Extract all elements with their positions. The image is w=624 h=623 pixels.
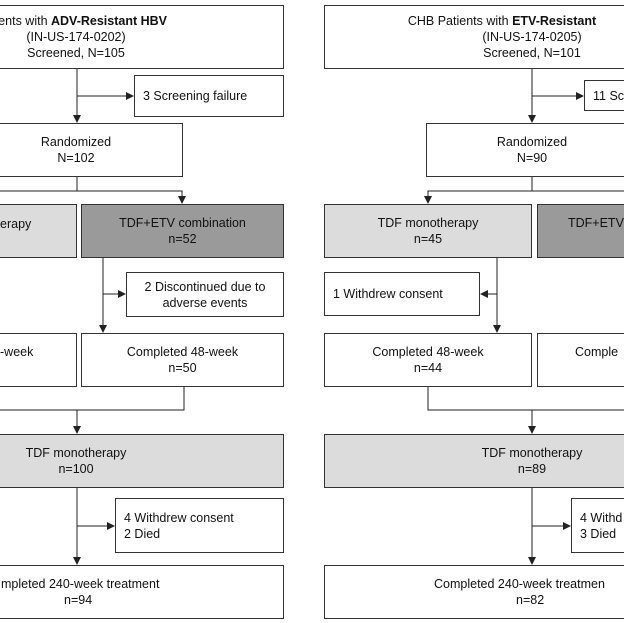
left-combo-count: n=52 [168,232,197,246]
left-completed-240-box: mpleted 240-week treatment n=94 [0,565,284,619]
left-discontinued-line1: 2 Discontinued due to [144,279,266,294]
right-header-bold: ETV-Resistant [512,14,597,28]
right-mono-completed-title: Completed 48-week [372,345,484,359]
arrow-to-combo [77,190,186,204]
right-withdrawals-line1: 4 Withd [580,510,623,525]
right-tdf-mono-box: TDF monotherapy n=89 [324,434,624,488]
right-tdf-mono-count: n=89 [517,462,547,476]
right-randomized-count: N=90 [516,151,548,165]
left-withdrawals-line2: 2 Died [124,526,161,541]
left-discontinued-line2: adverse events [162,295,248,310]
left-combo-title: TDF+ETV combination [119,216,246,230]
left-mono-completed-box [0,333,77,387]
left-screening-failure-box: 3 Screening failure [134,75,284,117]
right-withdrawals-line2: 3 Died [580,526,617,541]
right-screened-count: Screened, N=101 [483,46,581,60]
left-screening-failure: 3 Screening failure [143,89,248,103]
left-randomized-box: Randomized N=102 [0,123,183,177]
right-completed-240-count: n=82 [516,593,545,607]
left-screened-count: Screened, N=105 [27,46,125,60]
left-tdf-mono-count: n=100 [58,462,94,476]
right-withdrew-box: 1 Withdrew consent [324,272,480,316]
right-header-line1: CHB Patients with ETV-Resistant [408,13,624,29]
right-mono-title: TDF monotherapy [377,216,479,230]
right-study-id: (IN-US-174-0205) [482,30,582,44]
randomize-split [0,177,78,192]
right-completed-240-title: Completed 240-week treatmen [434,577,605,591]
left-combo-completed-title: Completed 48-week [126,345,239,359]
left-combo-completed-box: Completed 48-week n=50 [81,333,284,387]
left-completed-240-count: n=94 [64,593,93,607]
right-mono-arm-box: TDF monotherapy n=45 [324,204,532,258]
right-mono-count: n=45 [413,232,443,246]
left-mono-arm-box [0,204,77,258]
left-tdf-mono-box: TDF monotherapy n=100 [0,434,284,488]
left-mono-completed-label: -week [0,345,34,359]
right-combo-arm-box: TDF+ETV [537,204,624,258]
left-randomized-title: Randomized [40,135,112,149]
right-mono-completed-count: n=44 [413,361,443,375]
merge-line-r [427,387,624,411]
left-randomized-count: N=102 [57,151,95,165]
left-combo-completed-count: n=50 [168,361,197,375]
right-randomized-title: Randomized [496,135,568,149]
arrow-to-mono-r [424,177,533,204]
merge-line [0,387,185,411]
left-withdrawals-line1: 4 Withdrew consent [124,510,234,525]
right-screened-box: CHB Patients with ETV-Resistant (IN-US-1… [324,5,624,69]
right-withdrew: 1 Withdrew consent [333,287,443,301]
left-header-line1: atients with ADV-Resistant HBV [0,13,167,29]
left-study-id: (IN-US-174-0202) [26,30,126,44]
right-withdrawals-box: 4 Withd 3 Died [571,498,624,553]
left-discontinued-box: 2 Discontinued due to adverse events [126,272,284,317]
right-header-prefix: CHB Patients with [407,14,513,28]
right-tdf-mono-title: TDF monotherapy [481,446,583,460]
left-completed-240-title: mpleted 240-week treatment [1,577,160,591]
right-combo-label: TDF+ETV [568,216,624,230]
right-combo-completed-label: Comple [575,345,619,359]
left-combo-arm-box: TDF+ETV combination n=52 [81,204,284,258]
right-screening-failure: 11 Sc [593,88,624,103]
left-header-bold: ADV-Resistant HBV [51,14,167,28]
right-randomized-box: Randomized N=90 [426,123,624,177]
right-combo-completed-box: Comple [537,333,624,387]
right-completed-240-box: Completed 240-week treatmen n=82 [324,565,624,619]
left-screened-box: atients with ADV-Resistant HBV (IN-US-17… [0,5,284,69]
left-header-prefix: atients with [0,14,48,28]
right-mono-completed-box: Completed 48-week n=44 [324,333,532,387]
right-screening-failure-box: 11 Sc [584,80,624,111]
left-mono-arm-label: erapy [0,217,32,231]
left-tdf-mono-title: TDF monotherapy [25,446,127,460]
left-withdrawals-box: 4 Withdrew consent 2 Died [115,498,284,553]
